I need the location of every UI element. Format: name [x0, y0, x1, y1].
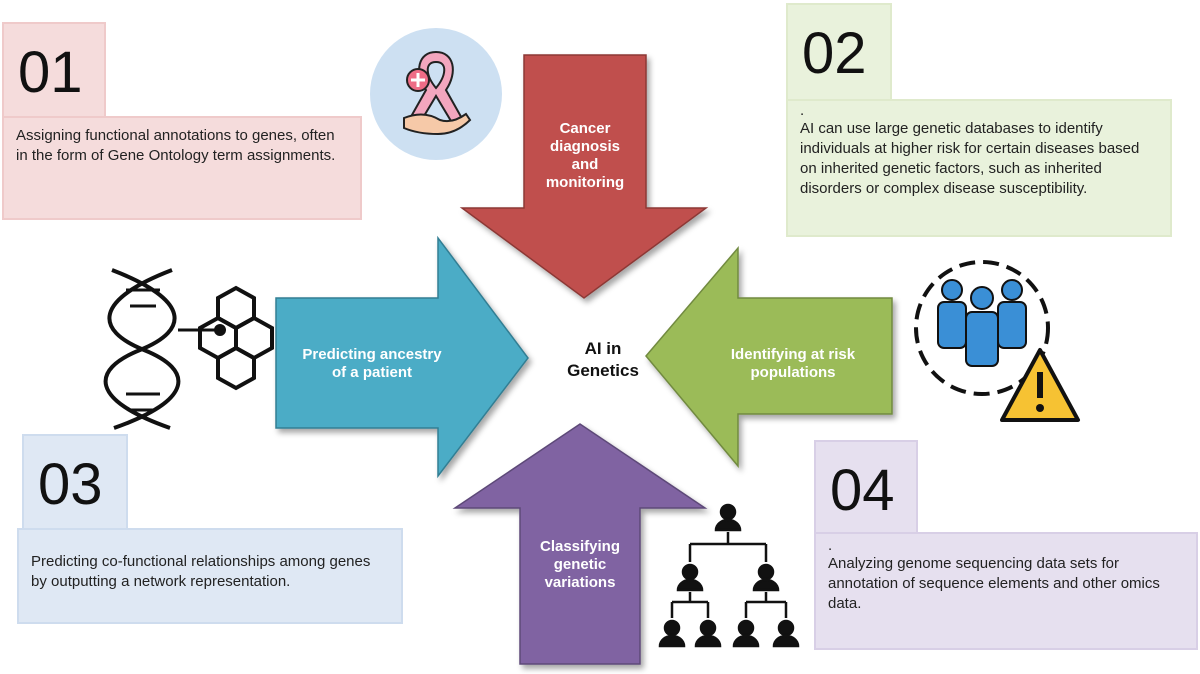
- card-03-text: Predicting co-functional relationships a…: [31, 553, 371, 590]
- card-04-description: . Analyzing genome sequencing data sets …: [814, 532, 1198, 650]
- warning-icon: [1000, 348, 1080, 422]
- center-title: AI in Genetics: [548, 338, 658, 382]
- arrow-top: [459, 54, 709, 299]
- card-02-text: AI can use large genetic databases to id…: [800, 120, 1140, 197]
- arrow-bottom: [452, 423, 708, 665]
- arrow-right-label: Identifying at risk populations: [730, 346, 856, 381]
- card-04-dot: .: [828, 537, 833, 554]
- center-title-line1: AI in: [584, 339, 622, 358]
- dna-molecule-icon: [103, 268, 274, 430]
- card-03-description: Predicting co-functional relationships a…: [17, 528, 403, 624]
- card-03-number: 03: [22, 434, 128, 530]
- card-01-description: Assigning functional annotations to gene…: [2, 116, 362, 220]
- card-02-dot: .: [800, 102, 805, 119]
- center-title-line2: Genetics: [567, 361, 639, 380]
- card-01-text: Assigning functional annotations to gene…: [16, 127, 336, 164]
- card-02-number: 02: [786, 3, 892, 101]
- card-01-number: 01: [2, 22, 106, 118]
- card-04-text: Analyzing genome sequencing data sets fo…: [828, 555, 1160, 612]
- cancer-ribbon-icon: [370, 28, 502, 160]
- at-risk-group-icon: [914, 260, 1050, 396]
- card-02-description: . AI can use large genetic databases to …: [786, 99, 1172, 237]
- hierarchy-icon: [658, 503, 800, 648]
- card-04-number: 04: [814, 440, 918, 534]
- arrow-bottom-label: Classifying genetic variations: [539, 538, 621, 591]
- arrow-top-label: Cancer diagnosis and monitoring: [545, 120, 625, 191]
- arrow-left: [275, 235, 529, 479]
- arrow-left-label: Predicting ancestry of a patient: [302, 346, 442, 381]
- arrow-right: [645, 245, 893, 469]
